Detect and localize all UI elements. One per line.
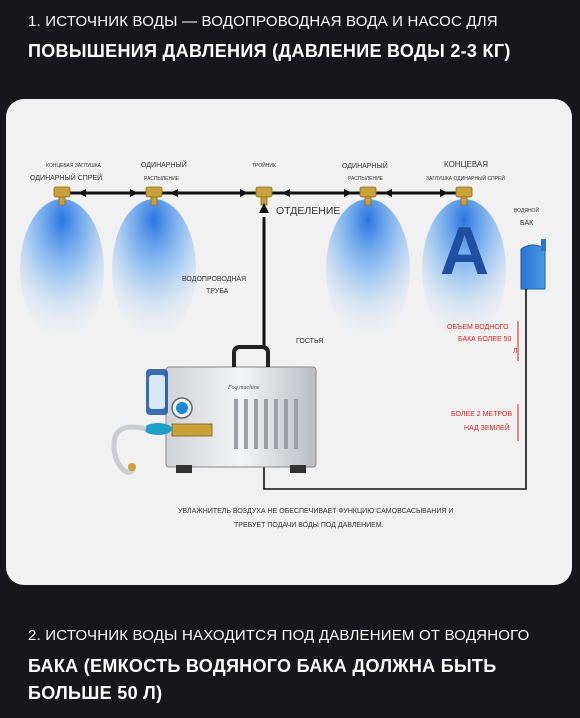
supply-arrow: [259, 203, 269, 213]
tank-cap: [541, 239, 546, 251]
section2-line1: 2. ИСТОЧНИК ВОДЫ НАХОДИТСЯ ПОД ДАВЛЕНИЕМ…: [28, 627, 530, 644]
label-end-cap-small: КОНЦЕВАЯ ЗАГЛУШКА: [46, 163, 101, 169]
mist-plume-2: [112, 199, 196, 339]
machine-brand: Fog machine: [228, 385, 260, 391]
mist-plume-3: [326, 199, 410, 339]
label-single-spray-2-top: ОДИНАРНЫЙ: [141, 162, 187, 169]
label-guest: ГОСТЬЯ: [296, 338, 324, 345]
diagram-card: КОНЦЕВАЯ ЗАГЛУШКА ОДИНАРНЫЙ СПРЕЙ ОДИНАР…: [6, 99, 572, 585]
tank-feed-line: [263, 289, 527, 490]
label-volume-3: Л: [513, 348, 518, 355]
section2-line3: БОЛЬШЕ 50 Л): [28, 683, 163, 703]
mist-plume-1: [20, 199, 104, 339]
label-end-bottom: ЗАГЛУШКА ОДИНАРНЫЙ СПРЕЙ: [426, 176, 505, 182]
section1-line1: 1. ИСТОЧНИК ВОДЫ — ВОДОПРОВОДНАЯ ВОДА И …: [28, 13, 498, 30]
section2-line2: БАКА (ЕМКОСТЬ ВОДЯНОГО БАКА ДОЛЖНА БЫТЬ: [28, 656, 497, 676]
big-letter-a: A: [440, 213, 490, 289]
pipe-arrows: [78, 189, 448, 197]
label-single-spray-3-bottom: РАСПЫЛЕНИЕ: [348, 176, 384, 182]
label-volume-2: БАКА БОЛЕЕ 50: [458, 336, 512, 343]
label-height-2: НАД ЗЕМЛЕЙ: [464, 425, 510, 432]
label-height-1: БОЛЕЕ 2 МЕТРОВ: [451, 411, 513, 418]
label-pipe-2: ТРУБА: [206, 288, 229, 295]
section1-line2: ПОВЫШЕНИЯ ДАВЛЕНИЯ (ДАВЛЕНИЕ ВОДЫ 2-3 КГ…: [28, 41, 511, 61]
label-volume-1: ОБЪЕМ ВОДНОГО: [447, 324, 509, 331]
label-single-spray-3-top: ОДИНАРНЫЙ: [342, 163, 388, 170]
label-tank: БАК: [520, 220, 534, 227]
label-pipe-1: ВОДОПРОВОДНАЯ: [182, 276, 247, 283]
nozzles: [53, 186, 473, 206]
fog-machine: [111, 345, 317, 475]
label-tee: ТРОЙНИК: [252, 163, 276, 169]
note-line-1: УВЛАЖНИТЕЛЬ ВОЗДУХА НЕ ОБЕСПЕЧИВАЕТ ФУНК…: [178, 508, 454, 515]
tank-body: [520, 244, 546, 290]
label-end-top: КОНЦЕВАЯ: [444, 160, 489, 169]
label-single-spray-1: ОДИНАРНЫЙ СПРЕЙ: [30, 175, 103, 182]
label-water-small: ВОДЯНОЙ: [514, 208, 540, 214]
mist-plume-4: [422, 199, 506, 339]
note-line-2: ТРЕБУЕТ ПОДАЧИ ВОДЫ ПОД ДАВЛЕНИЕМ.: [234, 522, 384, 529]
diagram-graphic: [20, 186, 546, 490]
label-branch: ОТДЕЛЕНИЕ: [276, 205, 341, 217]
label-single-spray-2-bottom: РАСПЫЛЕНИЕ: [144, 176, 180, 182]
